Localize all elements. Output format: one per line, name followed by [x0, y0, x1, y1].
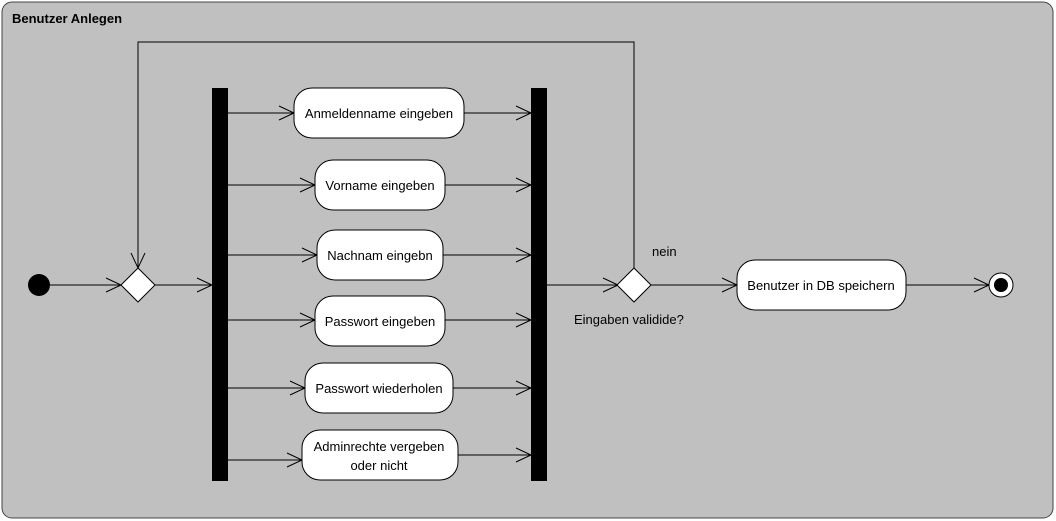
- decision-label: Eingaben validide?: [574, 312, 684, 327]
- frame-title: Benutzer Anlegen: [12, 11, 122, 26]
- edge-adminrechte-to-join: [458, 447, 533, 463]
- action-passwort: [314, 295, 446, 347]
- edge-vorname-to-join: [445, 177, 533, 193]
- action-adminrechte-label-1: Adminrechte vergeben: [314, 439, 445, 454]
- edge-passwort-to-join: [445, 312, 533, 328]
- edge-passwort-wdh-to-join: [453, 380, 533, 396]
- initial-node: [28, 274, 50, 296]
- action-vorname-label: Vorname eingeben: [325, 178, 434, 193]
- edge-decision-loop-back: [130, 41, 635, 270]
- merge-node: [120, 267, 156, 303]
- guard-nein: nein: [652, 244, 677, 259]
- edge-anmeldename-to-join: [464, 105, 533, 121]
- edge-nachname-to-join: [443, 247, 533, 263]
- action-benutzer-speichern-label: Benutzer in DB speichern: [747, 278, 894, 293]
- action-adminrechte-label-2: oder nicht: [350, 458, 407, 473]
- action-passwort-label: Passwort eingeben: [325, 314, 436, 329]
- final-node: [988, 272, 1014, 298]
- join-bar: [531, 88, 547, 481]
- fork-bar: [212, 88, 228, 481]
- action-nachname-label: Nachnam eingebn: [327, 248, 433, 263]
- action-passwort-wiederholen-label: Passwort wiederholen: [315, 381, 442, 396]
- action-anmeldename-label: Anmeldenname eingeben: [305, 106, 453, 121]
- decision-node: [616, 267, 652, 303]
